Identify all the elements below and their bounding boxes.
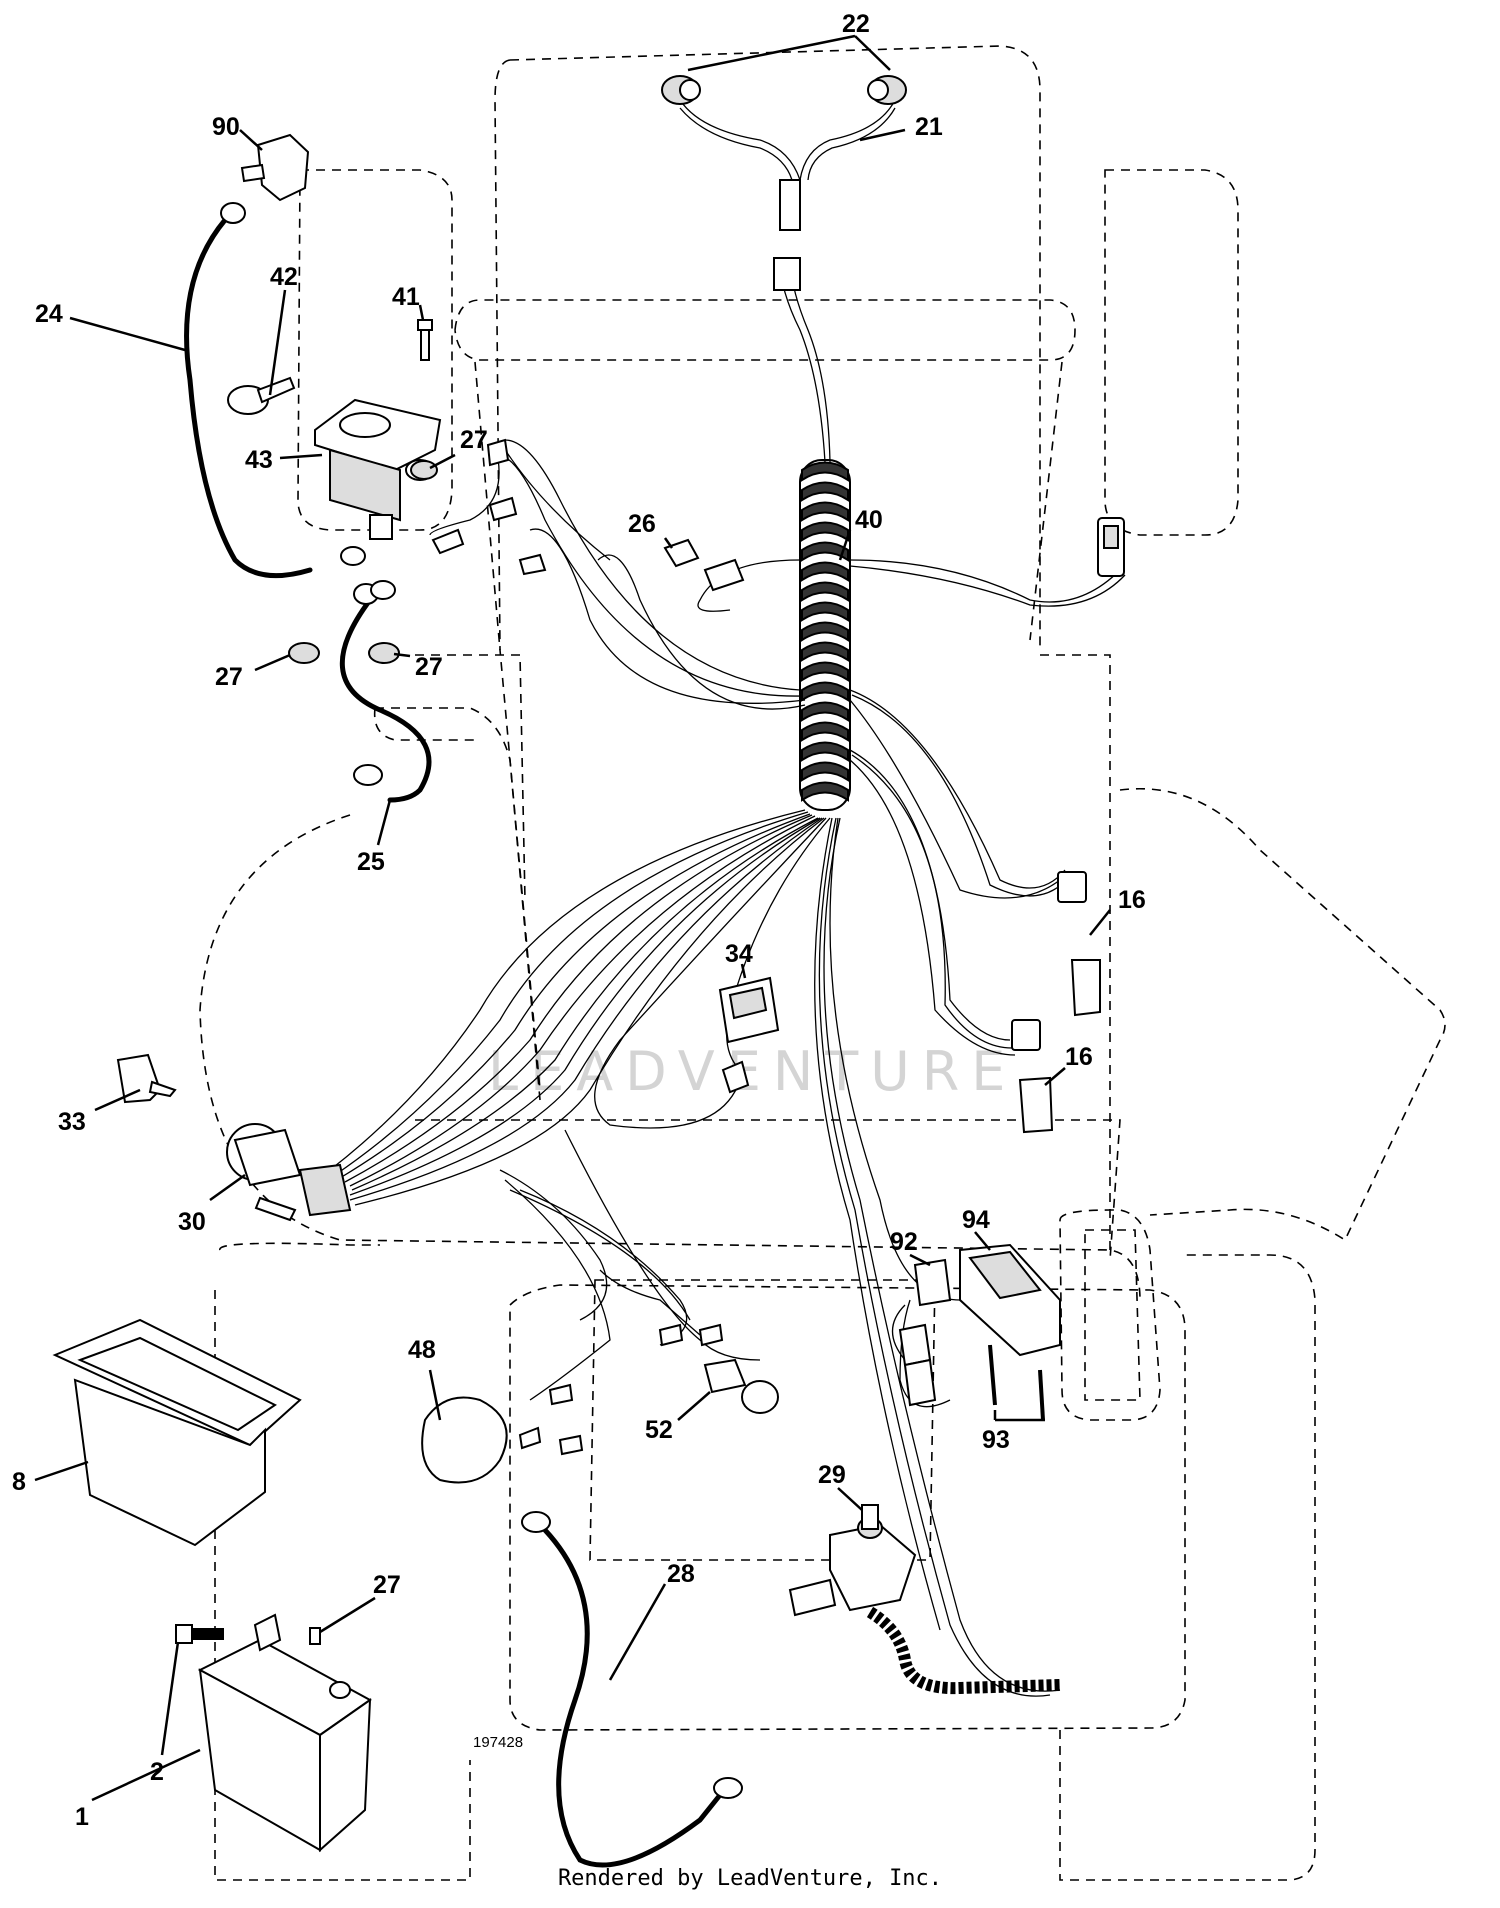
callout-92: 92: [890, 1228, 918, 1256]
terminals-top: [431, 438, 547, 576]
callout-93: 93: [982, 1426, 1010, 1454]
callout-94: 94: [962, 1206, 990, 1234]
part-93-screws: [988, 1344, 1045, 1421]
part-1-battery: [197, 1638, 372, 1853]
callout-2: 2: [150, 1758, 164, 1786]
part-29-pto: [788, 1504, 1061, 1695]
callout-8: 8: [12, 1468, 26, 1496]
callout-16-lower: 16: [1065, 1043, 1093, 1071]
part-8-tray: [52, 1318, 302, 1547]
callout-24: 24: [35, 300, 63, 328]
callout-21: 21: [915, 113, 943, 141]
part-33-key: [116, 1053, 177, 1104]
callout-27-top: 27: [460, 426, 488, 454]
footer-credit: Rendered by LeadVenture, Inc.: [557, 1866, 943, 1891]
watermark: LEADVENTURE: [488, 1040, 1017, 1103]
part-16-a: [1057, 871, 1101, 1017]
callout-48: 48: [408, 1336, 436, 1364]
callout-25: 25: [357, 848, 385, 876]
part-94: [959, 1243, 1061, 1357]
drawing-number: 197428: [473, 1734, 523, 1751]
part-42: [227, 376, 296, 415]
callout-28: 28: [667, 1560, 695, 1588]
callout-22: 22: [842, 10, 870, 38]
harness-coil: [799, 459, 851, 811]
callout-1: 1: [75, 1803, 89, 1831]
part-30-ignition: [226, 1123, 352, 1222]
part-90: [240, 133, 310, 202]
callout-41: 41: [392, 283, 420, 311]
part-48-bulb: [421, 1383, 584, 1484]
callout-52: 52: [645, 1416, 673, 1444]
part-41: [417, 319, 433, 361]
part-2-bolt: [175, 1613, 321, 1652]
callout-26: 26: [628, 510, 656, 538]
callout-30: 30: [178, 1208, 206, 1236]
callout-27-mid: 27: [415, 653, 443, 681]
callout-27-battery: 27: [373, 1571, 401, 1599]
callout-16-upper: 16: [1118, 886, 1146, 914]
cable-24: [184, 202, 313, 579]
part-27-nuts: [288, 460, 438, 664]
callout-27-left: 27: [215, 663, 243, 691]
callout-labels: 22 21 90 42 41 24 27 43 26 40 27 27 25 1…: [12, 10, 1146, 1831]
callout-42: 42: [270, 263, 298, 291]
headlight-harness: [661, 75, 907, 291]
rear-connector: [1097, 517, 1125, 577]
callout-33: 33: [58, 1108, 86, 1136]
callout-34: 34: [725, 940, 753, 968]
part-16-b: [1011, 1019, 1054, 1134]
cable-28: [521, 1511, 743, 1868]
part-52: [658, 1323, 779, 1414]
harness-wires: [329, 259, 1126, 1697]
cable-25: [339, 583, 432, 803]
part-34: [718, 976, 780, 1094]
callout-40: 40: [855, 506, 883, 534]
part-26: [663, 538, 745, 592]
callout-90: 90: [212, 113, 240, 141]
leader-lines: [34, 34, 1111, 1802]
callout-29: 29: [818, 1461, 846, 1489]
callout-43: 43: [245, 446, 273, 474]
part-92: [898, 1258, 952, 1407]
